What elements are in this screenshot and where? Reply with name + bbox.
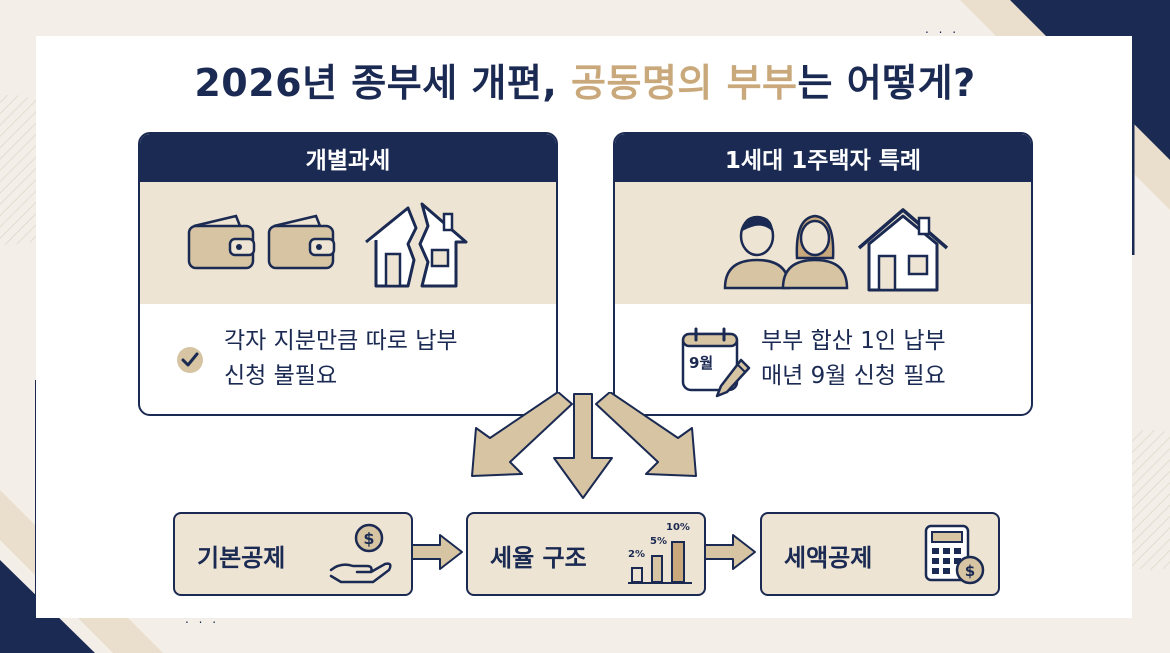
checkmark-icon	[177, 347, 203, 373]
arrow-down-right-icon	[595, 392, 697, 477]
left-card-line2: 신청 불필요	[224, 363, 338, 389]
page-title: 2026년 종부세 개편, 공동명의 부부는 어떻게?	[0, 52, 1170, 107]
arrow-right-icon	[704, 534, 756, 570]
arrow-down-left-icon	[471, 392, 573, 477]
left-card-body: 각자 지분만큼 따로 납부 신청 불필요	[140, 306, 556, 414]
arrows-group	[471, 392, 697, 499]
house-icon	[857, 208, 949, 292]
arrow-right-icon	[411, 534, 463, 570]
couple-icon	[723, 214, 849, 290]
decor-dots: . . .	[925, 22, 960, 36]
right-card-single-home-exception: 1세대 1주택자 특례	[613, 132, 1033, 416]
step-label: 기본공제	[197, 544, 286, 572]
calendar-label: 9월	[689, 354, 714, 372]
hand-coin-icon: $	[329, 523, 392, 584]
step-label: 세액공제	[784, 544, 873, 572]
right-card-body: 9월 부부 합산 1인 납부 매년 9월 신청 필요	[615, 306, 1031, 414]
title-highlight: 공동명의 부부	[571, 61, 798, 105]
left-card-icon-band	[140, 182, 556, 304]
bar-label-5: 5%	[650, 536, 667, 547]
left-card-text: 각자 지분만큼 따로 납부 신청 불필요	[224, 324, 458, 394]
arrow-down-icon	[553, 393, 613, 499]
calendar-icon	[681, 327, 739, 392]
title-part1: 2026년 종부세 개편,	[194, 61, 572, 105]
right-card-line1: 부부 합산 1인 납부	[761, 328, 946, 354]
right-card-text: 부부 합산 1인 납부 매년 9월 신청 필요	[761, 324, 946, 394]
svg-text:$: $	[363, 529, 374, 548]
broken-house-icon	[365, 202, 468, 288]
left-card-individual-tax: 개별과세	[138, 132, 558, 416]
bar-chart-icon	[628, 541, 692, 584]
right-card-icon-band	[615, 182, 1031, 304]
step-tax-credit: 세액공제 $	[760, 512, 1000, 596]
calculator-icon: $	[924, 524, 985, 585]
bar-label-2: 2%	[628, 549, 645, 560]
wallet-icon	[187, 214, 256, 270]
pencil-icon	[715, 358, 751, 398]
left-card-header: 개별과세	[140, 134, 556, 182]
step-label: 세율 구조	[490, 544, 587, 572]
right-card-line2: 매년 9월 신청 필요	[761, 363, 946, 389]
bar-label-10: 10%	[666, 522, 690, 533]
wallet-icon	[267, 214, 336, 270]
step-basic-deduction: 기본공제 $	[173, 512, 413, 596]
svg-text:$: $	[965, 562, 975, 580]
step-tax-rate-structure: 세율 구조 2% 5% 10%	[466, 512, 706, 596]
left-card-line1: 각자 지분만큼 따로 납부	[224, 328, 458, 354]
right-card-header: 1세대 1주택자 특례	[615, 134, 1031, 182]
title-part2: 는 어떻게?	[797, 61, 976, 105]
decor-dots: . . .	[185, 612, 220, 626]
